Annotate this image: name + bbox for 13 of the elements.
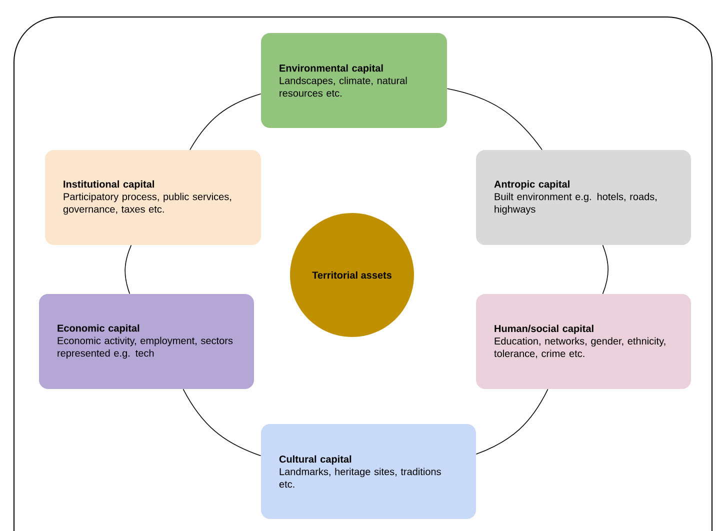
capital-box: Antropic capital Built environment e.g. hotels, roads, highways [476,150,691,245]
ring-arc [602,244,608,294]
ring-arc [190,94,262,150]
ring-arc [476,388,548,455]
capital-box: Human/social capital Education, networks, gender, ethnicity, tolerance, crime etc. [476,294,691,389]
capital-box: Cultural capital Landmarks, heritage sites, traditions etc. [261,424,476,519]
ring-arc [446,88,542,150]
circle-node: Territorial assets [290,213,414,337]
ring-arc [182,388,262,456]
ring-arc [124,244,132,294]
capital-box: Environmental capital Landscapes, climate, natural resources etc. [261,33,447,128]
capital-box: Economic capital Economic activity, employment, sectors represented e.g. tech [39,294,254,389]
capital-box: Institutional capital Participatory process, public services, governance, taxes etc. [45,150,261,245]
